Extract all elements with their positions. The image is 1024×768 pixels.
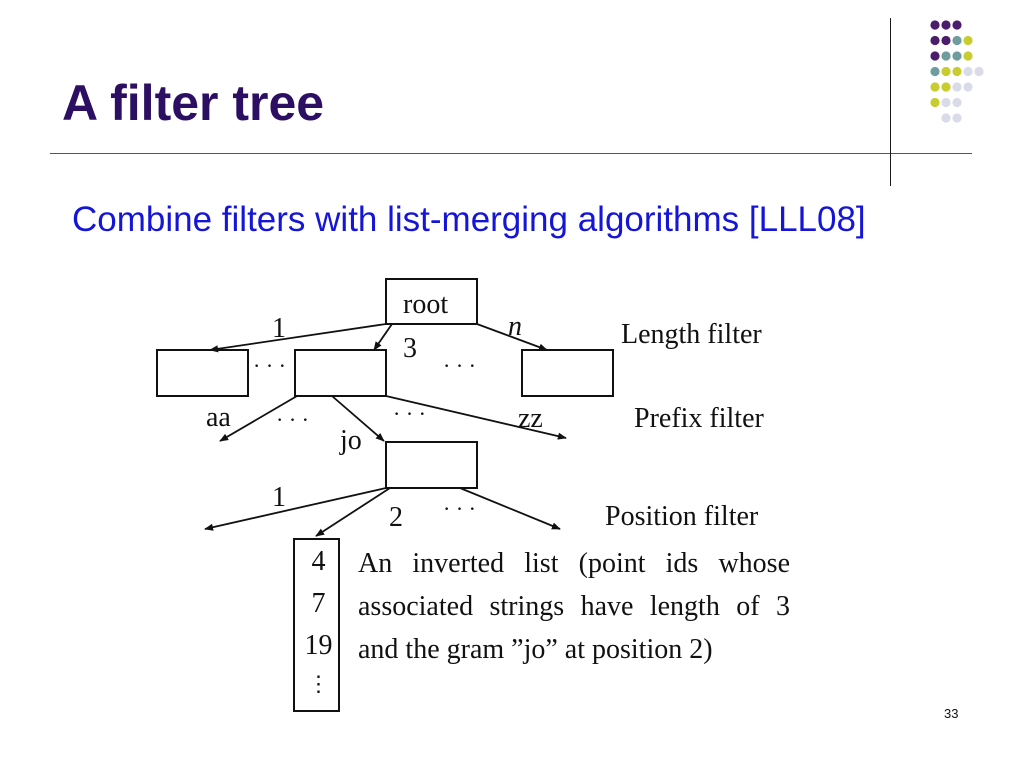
decorative-dot xyxy=(930,51,940,61)
edge-root-to-length-3 xyxy=(373,323,393,351)
inverted-list-item: 4 xyxy=(311,546,326,577)
decorative-dot xyxy=(963,66,973,77)
root-label: root xyxy=(403,289,448,320)
edge-label-position-2: 2 xyxy=(389,502,403,533)
edge-label-prefix-zz: zz xyxy=(518,403,543,434)
inverted-list-item: ⋮ xyxy=(307,671,330,696)
decorative-dot xyxy=(952,97,962,108)
edge-label-length-1: 1 xyxy=(272,313,286,344)
length-node-3 xyxy=(294,349,387,397)
length-filter-label: Length filter xyxy=(621,319,762,350)
decorative-dot xyxy=(941,66,951,77)
edge-length3-to-prefix-aa xyxy=(219,395,298,442)
decorative-dot xyxy=(952,20,962,30)
length-node-1 xyxy=(156,349,249,397)
inverted-list-box: 4 7 19 ⋮ xyxy=(293,538,340,712)
edge-length3-to-prefix-zz xyxy=(385,395,567,440)
edge-prefix-to-position-2 xyxy=(315,487,391,537)
ellipsis-position: · · · xyxy=(443,496,476,521)
edge-label-prefix-jo: jo xyxy=(339,425,362,456)
decorative-dot xyxy=(952,82,962,92)
decorative-dot xyxy=(941,82,951,92)
edge-root-to-length-n xyxy=(476,323,548,351)
ellipsis-length-right: · · · xyxy=(443,353,476,378)
decorative-dot xyxy=(930,66,940,77)
length-node-n xyxy=(521,349,614,397)
decorative-dot xyxy=(941,35,951,46)
edge-length3-to-prefix-jo xyxy=(331,395,385,442)
decorative-dot xyxy=(963,35,973,46)
decorative-dot xyxy=(941,97,951,108)
prefix-node-jo xyxy=(385,441,478,489)
decorative-dot xyxy=(963,51,973,61)
decorative-dot xyxy=(930,35,940,46)
decorative-dot xyxy=(941,113,951,123)
slide-title: A filter tree xyxy=(62,75,325,131)
ellipsis-length-left: · · · xyxy=(253,353,286,378)
edge-label-length-n: n xyxy=(508,311,522,342)
edge-prefix-to-position-more xyxy=(459,487,561,530)
prefix-filter-label: Prefix filter xyxy=(634,403,765,434)
inverted-list-item: 7 xyxy=(311,588,326,619)
decorative-dot xyxy=(941,51,951,61)
decorative-dot xyxy=(941,20,951,30)
decorative-dot xyxy=(952,51,962,61)
page-number: 33 xyxy=(944,706,959,721)
root-node xyxy=(385,278,478,325)
ellipsis-prefix-right: · · · xyxy=(393,401,426,426)
decorative-dot xyxy=(952,35,962,46)
ellipsis-prefix-left: · · · xyxy=(276,407,309,432)
decorative-dot xyxy=(930,20,940,30)
edge-root-to-length-1 xyxy=(209,323,387,353)
edge-label-length-3: 3 xyxy=(403,333,417,364)
edge-label-position-1: 1 xyxy=(272,482,286,513)
position-filter-label: Position filter xyxy=(605,501,759,532)
decorative-dot xyxy=(974,66,984,77)
decorative-dot xyxy=(952,113,962,123)
decorative-dot xyxy=(930,82,940,92)
inverted-list-item: 19 xyxy=(304,630,333,661)
decorative-dot-grid xyxy=(930,20,984,123)
edge-prefix-to-position-1 xyxy=(204,487,387,531)
decorative-dot xyxy=(952,66,962,77)
edge-label-prefix-aa: aa xyxy=(206,402,231,433)
title-divider xyxy=(50,153,972,154)
vertical-divider xyxy=(890,18,891,186)
inverted-list-description: An inverted list (point ids whose associ… xyxy=(358,548,790,665)
slide-subtitle: Combine filters with list-merging algori… xyxy=(72,200,866,239)
decorative-dot xyxy=(930,97,940,108)
decorative-dot xyxy=(963,82,973,92)
